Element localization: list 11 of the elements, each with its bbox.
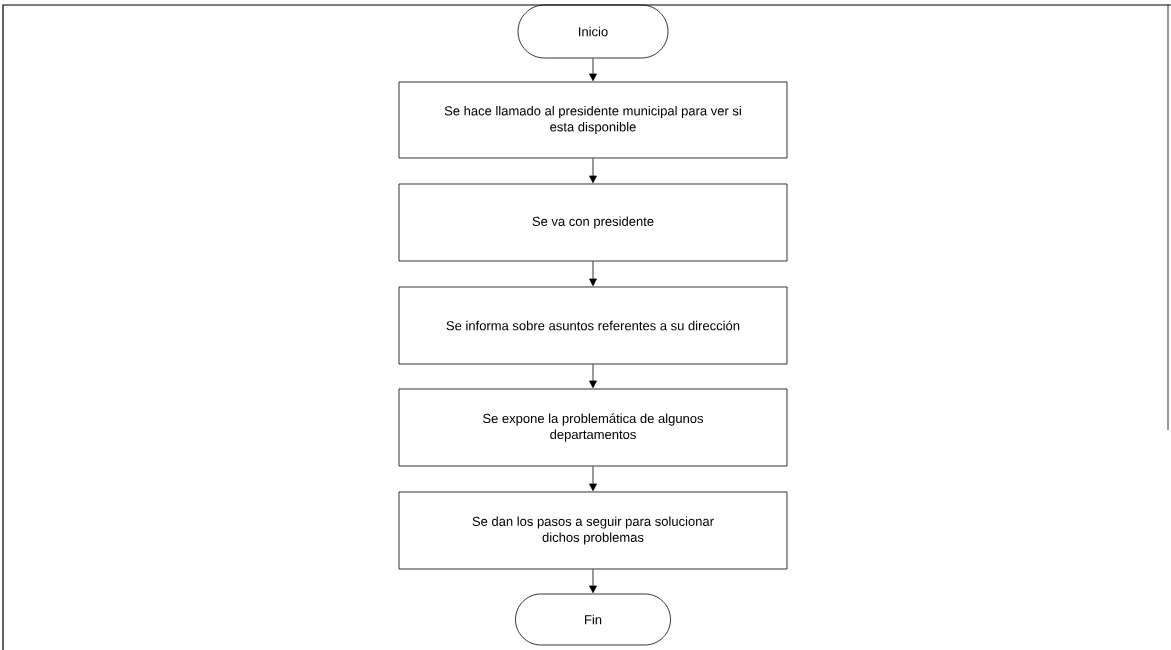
arrow xyxy=(589,261,597,287)
process-box: Se dan los pasos a seguir para solucionar dichos problemas xyxy=(398,491,788,570)
arrow xyxy=(589,364,597,389)
arrow xyxy=(589,569,597,594)
process-box: Se hace llamado al presidente municipal para ver si esta disponible xyxy=(398,81,788,159)
process-box: Se informa sobre asuntos referentes a su dirección xyxy=(398,286,788,365)
process-box: Se expone la problemática de algunos departamentos xyxy=(398,388,788,467)
arrow xyxy=(589,466,597,492)
arrow xyxy=(589,158,597,184)
arrow xyxy=(589,58,597,82)
process-box: Se va con presidente xyxy=(398,183,788,262)
